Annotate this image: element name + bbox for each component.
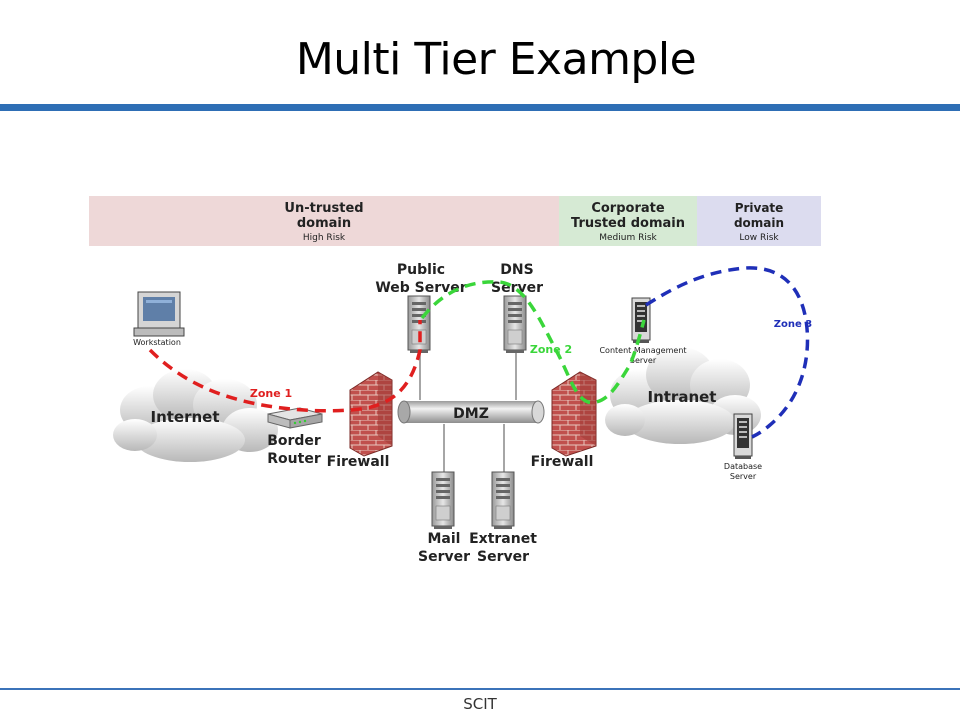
- dmz-pipe: [397, 400, 545, 424]
- untrusted-domain-title: Un-trusted: [284, 201, 363, 216]
- untrusted-domain-subtitle: domain: [297, 216, 351, 231]
- extranet-label-2: Server: [477, 549, 529, 565]
- public-web-label-1: Public: [397, 262, 445, 278]
- corporate-domain-subtitle: Trusted domain: [571, 216, 685, 231]
- untrusted-domain-band: [89, 196, 559, 246]
- private-domain-subtitle: domain: [734, 216, 784, 230]
- zone1-path: [148, 320, 422, 413]
- firewall-right-label: Firewall: [531, 454, 594, 470]
- extranet-server: [491, 471, 515, 530]
- zone2-label: Zone 2: [530, 343, 572, 356]
- dmz-label: DMZ: [453, 406, 489, 422]
- corporate-domain-risk: Medium Risk: [599, 233, 657, 243]
- corporate-domain-title: Corporate: [591, 201, 665, 216]
- cms-label-2: Server: [630, 356, 657, 365]
- intranet-label: Intranet: [648, 388, 717, 406]
- firewall-right: [551, 371, 597, 457]
- private-domain-band: [697, 196, 821, 246]
- dns-server: [503, 295, 527, 354]
- footer-text: SCIT: [463, 695, 497, 713]
- mail-label-1: Mail: [428, 531, 461, 547]
- private-domain-title: Private: [735, 201, 784, 215]
- workstation-label: Workstation: [133, 338, 181, 347]
- database-label-1: Database: [724, 462, 762, 471]
- zone3-path: [645, 266, 810, 439]
- database-label-2: Server: [730, 472, 757, 481]
- firewall-left-label: Firewall: [327, 454, 390, 470]
- border-router-label-1: Border: [267, 433, 321, 449]
- cms-label-1: Content Management: [599, 346, 686, 355]
- dns-label-2: Server: [491, 280, 543, 296]
- internet-cloud: [113, 369, 278, 462]
- workstation-computer: [133, 291, 185, 337]
- internet-label: Internet: [150, 408, 219, 426]
- extranet-label-1: Extranet: [469, 531, 537, 547]
- dns-label-1: DNS: [500, 262, 533, 278]
- firewall-left: [349, 371, 393, 457]
- zone3-label: Zone 3: [774, 319, 813, 330]
- title-rule: [0, 104, 960, 111]
- zone1-label: Zone 1: [250, 387, 292, 400]
- zone2-path: [420, 280, 646, 405]
- border-router-label-2: Router: [267, 451, 321, 467]
- private-domain-risk: Low Risk: [739, 233, 779, 243]
- mail-label-2: Server: [418, 549, 470, 565]
- footer-rule: [0, 688, 960, 690]
- public-web-label-2: Web Server: [375, 280, 466, 296]
- slide-title: Multi Tier Example: [295, 34, 697, 85]
- corporate-domain-band: [559, 196, 697, 246]
- mail-server: [431, 471, 455, 530]
- database-server: [733, 413, 753, 460]
- untrusted-domain-risk: High Risk: [303, 233, 346, 243]
- public-web-server: [407, 295, 431, 354]
